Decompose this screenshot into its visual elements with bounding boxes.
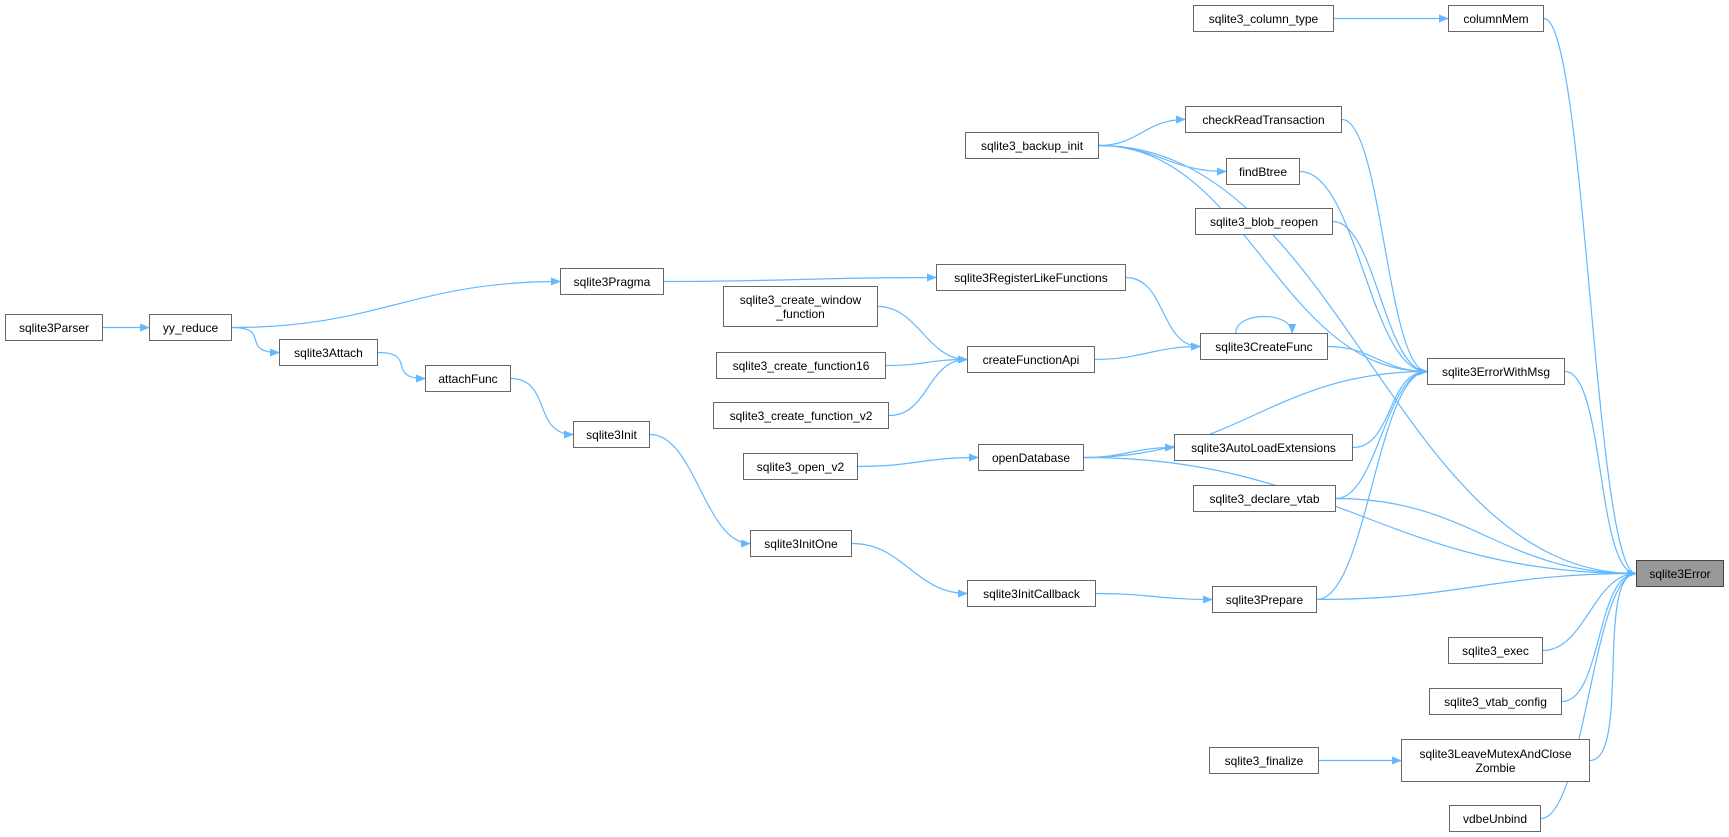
edge-vdbeUnbind-to-sqlite3Error	[1540, 569, 1637, 820]
edge-sqlite3_backup_init-to-sqlite3Error	[1098, 144, 1637, 578]
edge-sqlite3_blob_reopen-to-sqlite3ErrorWithMsg	[1332, 220, 1428, 376]
node-attachFunc[interactable]: attachFunc	[425, 365, 511, 392]
node-sqlite3CreateFunc[interactable]: sqlite3CreateFunc	[1200, 333, 1328, 360]
node-sqlite3_blob_reopen[interactable]: sqlite3_blob_reopen	[1195, 208, 1333, 235]
node-sqlite3AutoLoadExtensions[interactable]: sqlite3AutoLoadExtensions	[1174, 434, 1353, 461]
edge-openDatabase-to-sqlite3ErrorWithMsg	[1083, 367, 1428, 459]
edge-openDatabase-to-sqlite3Error	[1083, 456, 1637, 578]
edge-yy_reduce-to-sqlite3Pragma	[231, 277, 561, 329]
node-sqlite3_open_v2[interactable]: sqlite3_open_v2	[743, 453, 858, 480]
node-sqlite3_create_function_v2[interactable]: sqlite3_create_function_v2	[713, 402, 889, 429]
edge-sqlite3_vtab_config-to-sqlite3Error	[1561, 569, 1637, 703]
edge-yy_reduce-to-sqlite3Attach	[231, 326, 280, 357]
edge-sqlite3ErrorWithMsg-to-sqlite3Error	[1564, 370, 1637, 578]
edge-checkReadTransaction-to-sqlite3ErrorWithMsg	[1341, 118, 1428, 376]
edge-columnMem-to-sqlite3Error	[1543, 17, 1637, 578]
edge-sqlite3_create_function_v2-to-createFunctionApi	[888, 355, 968, 417]
edge-createFunctionApi-to-sqlite3CreateFunc	[1094, 342, 1201, 361]
edge-sqlite3AutoLoadExtensions-to-sqlite3ErrorWithMsg	[1352, 367, 1428, 449]
edge-sqlite3_backup_init-to-checkReadTransaction	[1098, 115, 1186, 147]
edge-sqlite3_declare_vtab-to-sqlite3Error	[1335, 497, 1637, 578]
edge-sqlite3Prepare-to-sqlite3ErrorWithMsg	[1316, 367, 1428, 601]
edge-sqlite3_create_window_function-to-createFunctionApi	[877, 305, 968, 364]
node-sqlite3RegisterLikeFunctions[interactable]: sqlite3RegisterLikeFunctions	[936, 264, 1126, 291]
node-columnMem[interactable]: columnMem	[1448, 5, 1544, 32]
node-sqlite3_exec[interactable]: sqlite3_exec	[1448, 637, 1543, 664]
edge-sqlite3Attach-to-attachFunc	[377, 351, 426, 383]
node-sqlite3Attach[interactable]: sqlite3Attach	[279, 339, 378, 366]
edge-sqlite3_open_v2-to-openDatabase	[857, 453, 979, 468]
edge-sqlite3Pragma-to-sqlite3RegisterLikeFunctions	[663, 273, 937, 283]
node-sqlite3ErrorWithMsg[interactable]: sqlite3ErrorWithMsg	[1427, 358, 1565, 385]
node-vdbeUnbind[interactable]: vdbeUnbind	[1449, 805, 1541, 832]
edge-sqlite3_backup_init-to-sqlite3ErrorWithMsg	[1098, 144, 1428, 376]
node-openDatabase[interactable]: openDatabase	[978, 444, 1084, 471]
node-sqlite3Parser[interactable]: sqlite3Parser	[5, 314, 103, 341]
node-sqlite3Init[interactable]: sqlite3Init	[573, 421, 650, 448]
node-yy_reduce[interactable]: yy_reduce	[149, 314, 232, 341]
node-sqlite3_column_type[interactable]: sqlite3_column_type	[1193, 5, 1334, 32]
node-sqlite3InitCallback[interactable]: sqlite3InitCallback	[967, 580, 1096, 607]
edge-sqlite3InitCallback-to-sqlite3Prepare	[1095, 592, 1213, 604]
edge-sqlite3CreateFunc-to-sqlite3ErrorWithMsg	[1327, 345, 1428, 376]
node-sqlite3InitOne[interactable]: sqlite3InitOne	[750, 530, 852, 557]
edge-sqlite3Prepare-to-sqlite3Error	[1316, 569, 1637, 601]
node-sqlite3Error[interactable]: sqlite3Error	[1636, 560, 1724, 587]
node-sqlite3LeaveMutexAndCloseZombie[interactable]: sqlite3LeaveMutexAndClose Zombie	[1401, 739, 1590, 782]
node-sqlite3_backup_init[interactable]: sqlite3_backup_init	[965, 132, 1099, 159]
node-sqlite3Prepare[interactable]: sqlite3Prepare	[1212, 586, 1317, 613]
node-sqlite3Pragma[interactable]: sqlite3Pragma	[560, 268, 664, 295]
edge-openDatabase-to-sqlite3AutoLoadExtensions	[1083, 443, 1175, 459]
edge-sqlite3_declare_vtab-to-sqlite3ErrorWithMsg	[1335, 367, 1428, 500]
edge-findBtree-to-sqlite3ErrorWithMsg	[1299, 170, 1428, 376]
edge-sqlite3CreateFunc-to-sqlite3CreateFunc	[1235, 316, 1297, 334]
edge-sqlite3InitOne-to-sqlite3InitCallback	[851, 542, 968, 598]
edge-sqlite3RegisterLikeFunctions-to-sqlite3CreateFunc	[1125, 276, 1201, 351]
node-checkReadTransaction[interactable]: checkReadTransaction	[1185, 106, 1342, 133]
edge-sqlite3_create_function16-to-createFunctionApi	[885, 355, 968, 367]
node-createFunctionApi[interactable]: createFunctionApi	[967, 346, 1095, 373]
edge-sqlite3_exec-to-sqlite3Error	[1542, 569, 1637, 652]
node-sqlite3_vtab_config[interactable]: sqlite3_vtab_config	[1429, 688, 1562, 715]
node-sqlite3_finalize[interactable]: sqlite3_finalize	[1209, 747, 1319, 774]
edge-sqlite3Init-to-sqlite3InitOne	[649, 433, 751, 548]
node-sqlite3_create_function16[interactable]: sqlite3_create_function16	[716, 352, 886, 379]
edge-sqlite3LeaveMutexAndCloseZombie-to-sqlite3Error	[1589, 569, 1637, 762]
node-findBtree[interactable]: findBtree	[1226, 158, 1300, 185]
node-sqlite3_create_window_function[interactable]: sqlite3_create_window _function	[723, 286, 878, 327]
edge-attachFunc-to-sqlite3Init	[510, 377, 574, 439]
edge-sqlite3_backup_init-to-findBtree	[1098, 144, 1227, 176]
node-sqlite3_declare_vtab[interactable]: sqlite3_declare_vtab	[1193, 485, 1336, 512]
